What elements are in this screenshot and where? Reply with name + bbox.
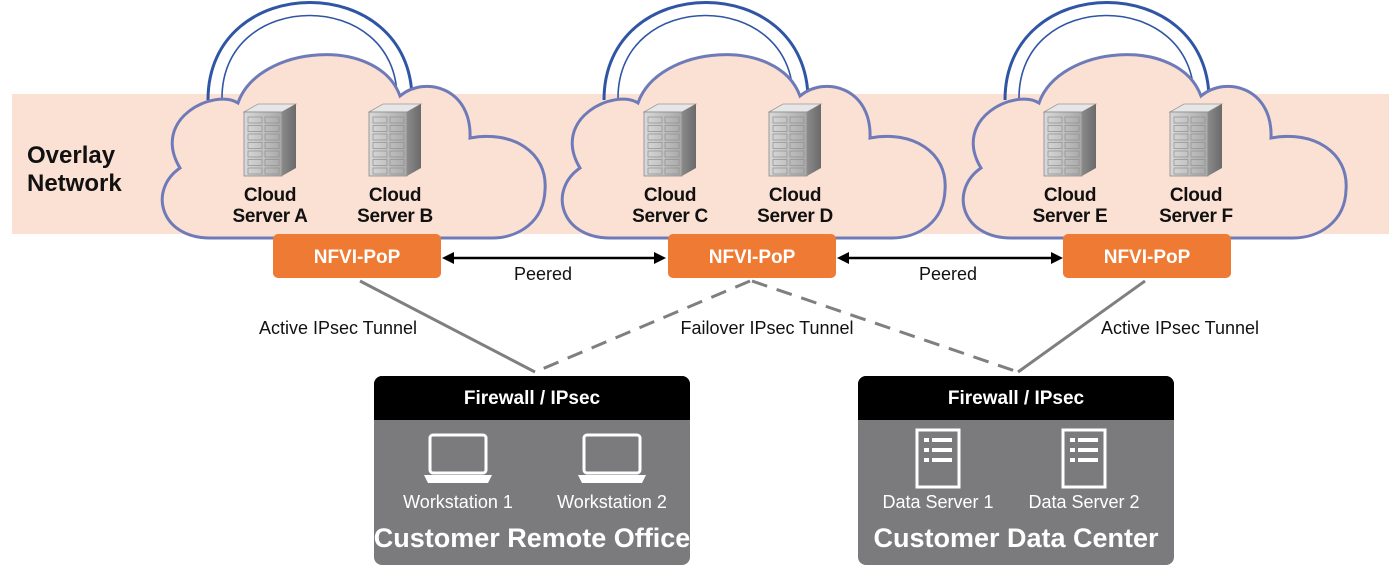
server-label: Server F xyxy=(1159,206,1233,227)
cloud-top-arc-inner xyxy=(1018,14,1195,99)
overlay-label-line2: Network xyxy=(27,170,122,197)
site-data-center: Firewall / IPsec Data Server 1 Data Serv… xyxy=(858,376,1174,565)
active-tunnel-right-label: Active IPsec Tunnel xyxy=(1101,318,1259,338)
device-label: Workstation 2 xyxy=(557,492,667,512)
server-label: Cloud xyxy=(1044,185,1096,206)
server-label: Cloud xyxy=(769,185,821,206)
cloud-top-arc xyxy=(206,1,414,101)
cloud-top-arc-inner xyxy=(221,14,398,99)
server-label: Server B xyxy=(357,206,433,227)
laptop-icon xyxy=(424,433,492,483)
nfvi-pop-label: NFVI-PoP xyxy=(709,247,796,268)
failover-tunnel-right-line xyxy=(751,279,1019,374)
server-tower-icon xyxy=(367,103,423,177)
peered-label-left: Peered xyxy=(514,264,572,284)
firewall-bar xyxy=(374,376,690,420)
overlay-label-line1: Overlay xyxy=(27,142,116,169)
cloud-outline xyxy=(560,53,947,240)
active-tunnel-right-line xyxy=(1017,279,1146,374)
device-label: Workstation 1 xyxy=(403,492,513,512)
nfvi-pop-2: NFVI-PoP xyxy=(668,234,836,278)
server-tower-icon xyxy=(1168,103,1224,177)
peered-link-left xyxy=(442,252,666,264)
server-tower-icon xyxy=(767,103,823,177)
peered-link-right xyxy=(837,252,1063,264)
firewall-label: Firewall / IPsec xyxy=(464,388,601,409)
device-label: Data Server 2 xyxy=(1028,492,1139,512)
server-label: Cloud xyxy=(244,185,296,206)
server-tower-icon xyxy=(642,103,698,177)
cloud-3 xyxy=(961,1,1348,240)
server-rack-icon xyxy=(1061,428,1107,489)
server-label: Cloud xyxy=(369,185,421,206)
failover-tunnel-left-line xyxy=(534,279,751,374)
server-label: Cloud xyxy=(644,185,696,206)
nfvi-pop-1: NFVI-PoP xyxy=(273,234,441,278)
server-tower-icon xyxy=(242,103,298,177)
firewall-bar xyxy=(858,376,1174,420)
peered-label-right: Peered xyxy=(919,264,977,284)
nfvi-pop-label: NFVI-PoP xyxy=(1104,247,1191,268)
cloud-1 xyxy=(160,1,547,240)
site-name: Customer Data Center xyxy=(873,523,1159,553)
site-remote-office: Firewall / IPsec Workstation 1 Workstati… xyxy=(374,376,691,565)
server-label: Cloud xyxy=(1170,185,1222,206)
site-box xyxy=(858,376,1174,565)
server-label: Server D xyxy=(757,206,833,227)
cloud-top-arc-inner xyxy=(617,14,794,99)
server-label: Server C xyxy=(632,206,708,227)
cloud-top-arc xyxy=(602,1,810,101)
server-rack-icon xyxy=(915,428,961,489)
firewall-label: Firewall / IPsec xyxy=(948,388,1085,409)
site-box xyxy=(374,376,690,565)
laptop-icon xyxy=(578,433,646,483)
nfvi-pop-3: NFVI-PoP xyxy=(1063,234,1231,278)
server-label: Server E xyxy=(1033,206,1108,227)
active-tunnel-left-line xyxy=(359,279,536,374)
cloud-outline xyxy=(961,53,1348,240)
cloud-outline xyxy=(160,53,547,240)
server-label: Server A xyxy=(232,206,308,227)
active-tunnel-left-label: Active IPsec Tunnel xyxy=(259,318,417,338)
failover-tunnel-label: Failover IPsec Tunnel xyxy=(680,318,853,338)
nfvi-pop-label: NFVI-PoP xyxy=(314,247,401,268)
server-tower-icon xyxy=(1042,103,1098,177)
cloud-2 xyxy=(560,1,947,240)
site-name: Customer Remote Office xyxy=(374,523,691,553)
cloud-top-arc xyxy=(1003,1,1211,101)
device-label: Data Server 1 xyxy=(882,492,993,512)
